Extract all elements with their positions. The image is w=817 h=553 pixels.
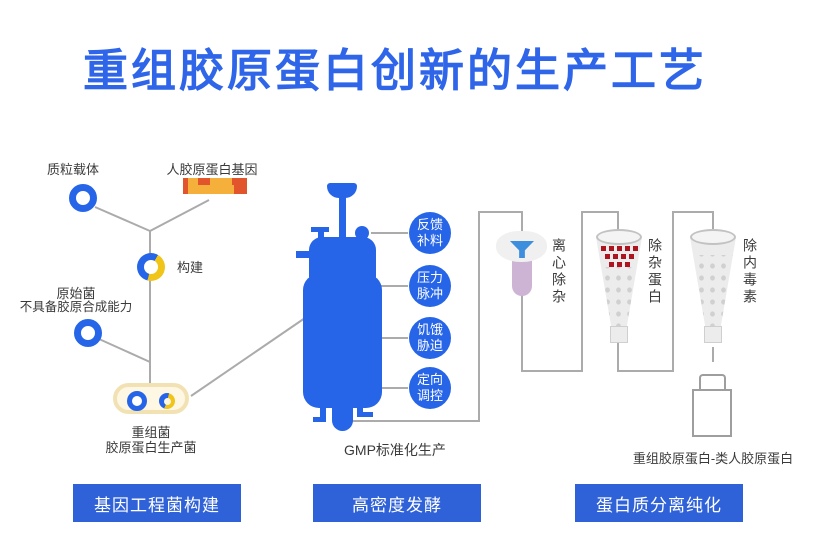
tag-line: 脉冲 (416, 286, 443, 301)
tag-line: 补料 (416, 233, 443, 248)
fermenter-stem (339, 196, 346, 238)
fermenter-pipe (296, 251, 310, 258)
stage-button-purification[interactable]: 蛋白质分离纯化 (575, 484, 743, 522)
step-label-remove-endotoxin: 除内毒素 (742, 238, 758, 306)
fermenter-outlet (332, 404, 353, 431)
fermenter-pipe (320, 404, 326, 421)
product-bottle-neck (699, 374, 726, 391)
column-remove-protein-icon (596, 229, 642, 349)
fermenter-valve (355, 226, 369, 240)
construct-ring-icon (137, 253, 165, 281)
fermenter-tank-icon (303, 274, 382, 408)
tag-pressure-pulse: 压力 脉冲 (409, 265, 451, 307)
column-remove-endotoxin-icon (690, 229, 736, 349)
fermenter-pipe (313, 417, 326, 422)
tag-line: 调控 (416, 388, 443, 403)
tag-line: 胁迫 (416, 338, 443, 353)
tag-line: 反馈 (416, 217, 443, 233)
product-bottle-icon (692, 389, 732, 437)
collagen-gene-label: 人胶原蛋白基因 (166, 162, 258, 177)
recombinant-bacteria-icon (113, 383, 189, 414)
host-bacteria-label: 原始菌 (56, 286, 96, 301)
page-title: 重组胶原蛋白创新的生产工艺 (83, 45, 708, 96)
fermenter-head (309, 237, 376, 281)
step-label-centrifuge: 离心除杂 (551, 238, 567, 306)
fermenter-pipe (357, 404, 363, 417)
tag-directed-regulation: 定向 调控 (409, 367, 451, 409)
fermenter-pipe (318, 229, 324, 239)
fermenter-funnel-icon (327, 183, 357, 198)
collagen-gene-icon (183, 178, 247, 194)
build-label: 构建 (177, 260, 204, 275)
plasmid-label: 质粒载体 (46, 162, 99, 177)
fermenter-pipe (357, 412, 373, 417)
recombinant-sublabel: 胶原蛋白生产菌 (105, 440, 197, 455)
plasmid-ring-icon (69, 184, 97, 212)
tag-feedback-feeding: 反馈 补料 (409, 212, 451, 254)
tag-line: 饥饿 (416, 322, 443, 338)
stage-button-fermentation[interactable]: 高密度发酵 (313, 484, 481, 522)
tag-starvation-stress: 饥饿 胁迫 (409, 317, 451, 359)
step-label-remove-protein: 除杂蛋白 (647, 238, 663, 306)
stage-button-gene-engineering[interactable]: 基因工程菌构建 (73, 484, 241, 522)
product-label: 重组胶原蛋白-类人胶原蛋白 (632, 451, 794, 466)
recombinant-label: 重组菌 (131, 425, 171, 440)
tag-line: 压力 (416, 270, 443, 286)
gmp-caption: GMP标准化生产 (344, 442, 446, 458)
host-bacteria-ring-icon (74, 319, 102, 347)
tag-line: 定向 (416, 372, 443, 388)
fermenter-pipe (311, 227, 329, 232)
host-bacteria-sublabel: 不具备胶原合成能力 (19, 300, 133, 314)
